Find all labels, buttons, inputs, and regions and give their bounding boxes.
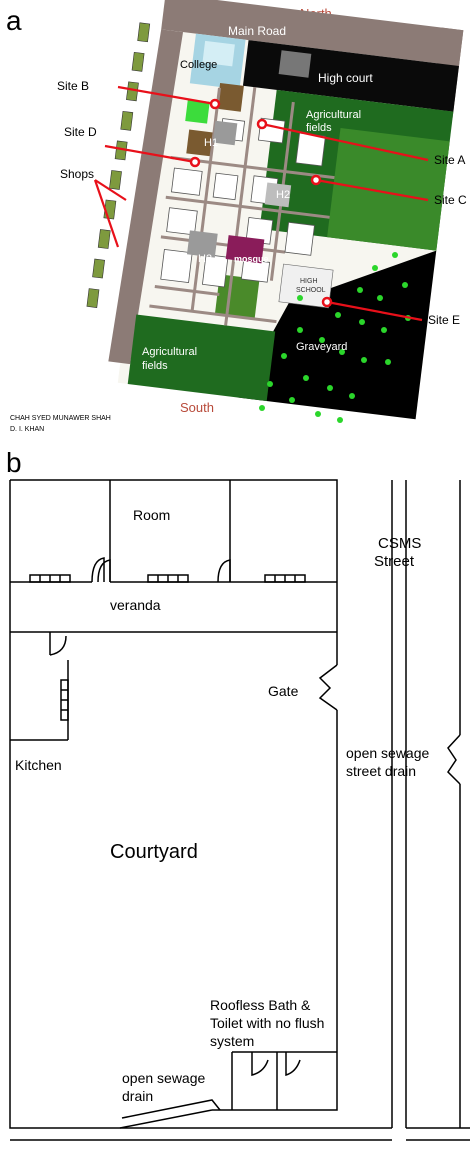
- site-a-label: Site A: [434, 153, 465, 167]
- high-school-label-2: SCHOOL: [296, 287, 326, 294]
- street-drain-label-1: open sewage: [346, 745, 430, 761]
- site-markers: [189, 98, 333, 308]
- bath-label-1: Roofless Bath &: [210, 997, 311, 1013]
- agri-top-label-1: Agricultural: [306, 109, 361, 121]
- site-d-label: Site D: [64, 125, 97, 139]
- site-d-marker: [189, 156, 201, 168]
- left-road: [108, 29, 184, 365]
- site-map: [86, 0, 464, 420]
- main-road-label: Main Road: [228, 24, 286, 38]
- veranda-label: veranda: [110, 597, 161, 613]
- bath-label-3: system: [210, 1033, 254, 1049]
- h3-block: [186, 230, 218, 258]
- plan-right-lower-wall: [212, 710, 338, 1111]
- street-drain-label-2: street drain: [346, 763, 416, 779]
- panel-a-letter: a: [6, 5, 22, 36]
- site-leaders: [93, 85, 429, 322]
- district-name: D. I. KHAN: [10, 426, 44, 433]
- bath-label-2: Toilet with no flush: [210, 1015, 324, 1031]
- sewage-drain-label-1: open sewage: [122, 1070, 206, 1086]
- high-court-label: High court: [318, 71, 373, 85]
- h3-label: H3: [198, 253, 212, 265]
- high-school-block: [278, 263, 334, 309]
- site-e-label: Site E: [428, 313, 460, 327]
- graveyard-area: [236, 250, 437, 420]
- south-label: South: [180, 400, 214, 415]
- gate-label: Gate: [268, 683, 299, 699]
- h1-label: H1: [204, 137, 218, 149]
- site-c-marker: [310, 174, 322, 186]
- sewage-drain-label-2: drain: [122, 1088, 153, 1104]
- agri-bottom-label-1: Agricultural: [142, 346, 197, 358]
- agri-fields-top-light: [327, 127, 450, 251]
- high-court-building: [278, 50, 312, 78]
- main-road: [161, 0, 464, 66]
- shops-label: Shops: [60, 167, 94, 181]
- green-patch-h1: [185, 99, 210, 124]
- h1-block: [212, 120, 238, 146]
- garden-patch: [214, 274, 260, 319]
- grave-dots: [259, 252, 411, 423]
- site-c-label: Site C: [434, 193, 467, 207]
- site-b-marker: [209, 98, 221, 110]
- agri-fields-bottom-area: [127, 314, 276, 402]
- floor-plan: [9, 479, 470, 1141]
- mosque-block: [225, 235, 265, 264]
- agri-bottom-label-2: fields: [142, 360, 168, 372]
- courtyard-label: Courtyard: [110, 841, 198, 863]
- kitchen-label: Kitchen: [15, 757, 62, 773]
- street-label-1: CSMS: [378, 535, 421, 552]
- graveyard-label: Graveyard: [296, 341, 347, 353]
- site-b-label: Site B: [57, 79, 89, 93]
- plan-outer-wall: [10, 479, 338, 665]
- college-label: College: [180, 59, 217, 71]
- shops-strip: [86, 22, 151, 308]
- college-building: [202, 40, 235, 67]
- agri-top-label-2: fields: [306, 122, 332, 134]
- place-name: CHAH SYED MUNAWER SHAH: [10, 415, 111, 422]
- h2-label: H2: [276, 189, 290, 201]
- street-label-2: Street: [374, 553, 415, 570]
- plot-site-d: [186, 129, 214, 157]
- plan-left-wall: [9, 480, 220, 1129]
- plot-site-b: [216, 82, 244, 112]
- high-school-label-1: HIGH: [300, 278, 318, 285]
- panel-b-letter: b: [6, 447, 22, 478]
- site-e-marker: [321, 296, 333, 308]
- h2-block: [264, 182, 292, 208]
- site-a-marker: [256, 118, 268, 130]
- room-label: Room: [133, 507, 170, 523]
- mosque-label: mosque: [234, 254, 269, 264]
